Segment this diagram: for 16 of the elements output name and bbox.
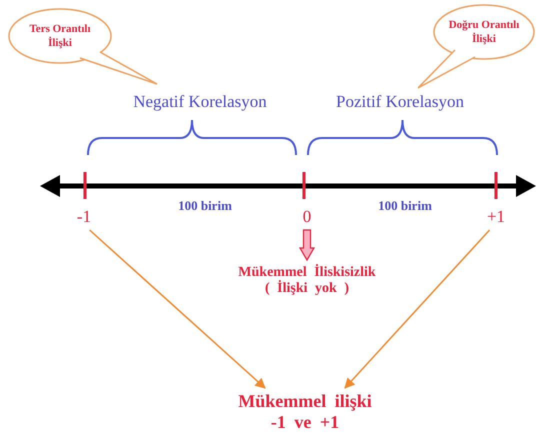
section-title: Pozitif Korelasyon: [335, 92, 465, 112]
tick-value: 0: [302, 207, 312, 227]
block-arrow: [298, 229, 316, 262]
result-text: Mükemmel İliskisizlik: [238, 265, 376, 280]
arrow: [344, 230, 490, 389]
bubble-text: Ters Orantılı İlişki: [28, 22, 92, 50]
tick-value: -1: [76, 207, 92, 227]
result-text: ( İlişki yok ): [265, 281, 349, 297]
section-title: Negatif Korelasyon: [132, 92, 268, 112]
distance-label: 100 birim: [177, 198, 233, 214]
result-text: -1 ve +1: [270, 412, 340, 433]
distance-label: 100 birim: [377, 198, 433, 214]
tick-value: +1: [486, 207, 506, 227]
result-text: Mükemmel ilişki: [238, 391, 372, 412]
bubble-text: Doğru Orantılı İlişki: [448, 18, 520, 46]
arrow: [89, 229, 266, 389]
